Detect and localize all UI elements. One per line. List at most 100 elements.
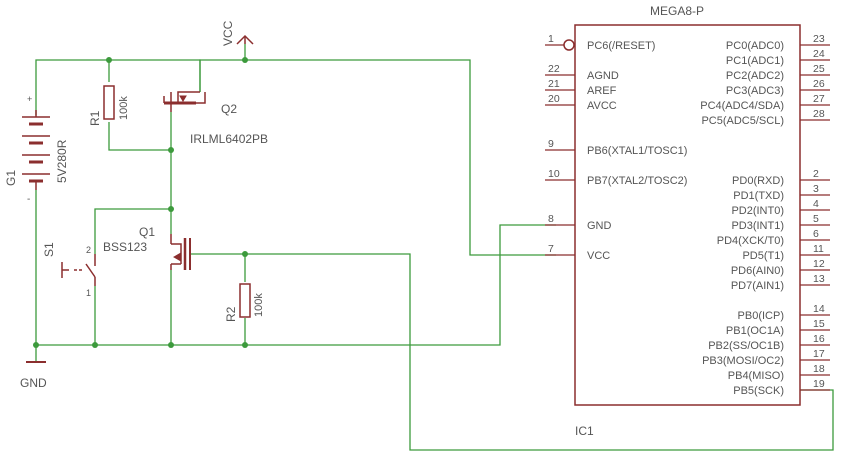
wire-s1-pin2 [94,208,171,254]
r1-name: R1 [88,110,102,126]
ic-pin-number: 2 [813,168,819,180]
ic-pin-number: 19 [813,378,825,390]
ic-pin-number: 26 [813,78,825,90]
ic-pin-label: PB2(SS/OC1B) [708,340,784,352]
s1-pin1: 1 [86,288,91,298]
ic-pin-number: 4 [813,198,819,210]
q2-name: Q2 [221,102,237,116]
q2-value: IRLML6402PB [190,132,268,146]
junction-dot [242,57,248,63]
ic-pin-number: 1 [548,33,554,45]
ic-pin-label: PD2(INT0) [731,205,784,217]
gnd-label: GND [20,376,47,390]
ic-pin-label: GND [587,220,612,232]
q1-name: Q1 [139,225,155,239]
gnd-symbol: GND [20,361,47,390]
ic-pin-label: PB0(ICP) [738,310,784,322]
junction-dot [168,206,174,212]
ic-pin-number: 20 [548,93,560,105]
ic-pin-number: 27 [813,93,825,105]
ic-pin-label: PB3(MOSI/OC2) [702,355,784,367]
ic-pin-label: PC6(/RESET) [587,40,655,52]
ic-pin-number: 9 [548,138,554,150]
ic-pin-number: 18 [813,363,825,375]
ic-name: IC1 [575,424,594,438]
mosfet-q2: Q2 IRLML6402PB [163,91,268,146]
mosfet-q1: Q1 BSS123 [103,225,191,270]
junctions [33,57,248,348]
ic-pin-label: PD5(T1) [742,250,784,262]
battery-minus-label: - [27,194,30,205]
ic-pin-label: AGND [587,70,619,82]
wire-r1-bottom [108,122,171,151]
s1-name: S1 [42,242,56,257]
resistor-r2: R2 100k [224,283,265,322]
ic-pin-number: 8 [548,213,554,225]
ic-pin-number: 5 [813,213,819,225]
ic-pin-number: 3 [813,183,819,195]
ic-pin-number: 23 [813,33,825,45]
ic-pin-number: 16 [813,333,825,345]
ic-pin-label: PB6(XTAL1/TOSC1) [587,145,687,157]
ic-pin-number: 22 [548,63,560,75]
ic-pin-number: 14 [813,303,825,315]
q1-value: BSS123 [103,240,147,254]
ic-pin-label: PC3(ADC3) [726,85,784,97]
ic-pin-label: PC5(ADC5/SCL) [701,115,784,127]
ic-pin-number: 12 [813,258,825,270]
ic-pin-number: 7 [548,243,554,255]
junction-dot [242,342,248,348]
ic-pin-label: AREF [587,85,617,97]
ic-pin-label: PC4(ADC4/SDA) [700,100,784,112]
wire-bat-plus [35,59,201,100]
ic-pin-number: 17 [813,348,825,360]
r1-value: 100k [118,96,130,120]
wire-gnd-rail [36,224,556,346]
ic-pin-label: PC0(ADC0) [726,40,784,52]
ic-pin-number: 11 [813,243,824,255]
ic-value: MEGA8-P [650,4,704,18]
vcc-symbol: VCC [221,20,254,46]
ic-pin-number: 10 [548,168,560,180]
junction-dot [33,342,39,348]
ic-pin-label: PD4(XCK/T0) [717,235,784,247]
ic-pin-label: PB7(XTAL2/TOSC2) [587,175,687,187]
ic-pin-number: 24 [813,48,825,60]
ic-pin-number: 25 [813,63,825,75]
r2-name: R2 [224,306,238,322]
junction-dot [168,342,174,348]
junction-dot [242,251,248,257]
battery-g1: + - G1 5V280R [4,94,69,205]
battery-value: 5V280R [55,139,69,183]
ic-pin-label: PB5(SCK) [733,385,784,397]
ic-pin-number: 21 [548,78,560,90]
vcc-label: VCC [221,20,235,46]
ic-pin-label: PD0(RXD) [732,175,784,187]
ic-pin-number: 13 [813,273,825,285]
ic-right-pins: 23PC0(ADC0)24PC1(ADC1)25PC2(ADC2)26PC3(A… [700,33,830,397]
ic-pin-label: PD6(AIN0) [731,265,784,277]
ic-pin-inverter-bubble [563,39,575,51]
battery-name: G1 [4,170,18,186]
ic-pin-label: PC1(ADC1) [726,55,784,67]
junction-dot [106,57,112,63]
ic-pin-label: PD3(INT1) [731,220,784,232]
battery-plus-label: + [27,94,32,104]
ic-pin-label: VCC [587,250,610,262]
ic-pin-label: PD1(TXD) [733,190,784,202]
ic-pin-label: PD7(AIN1) [731,280,784,292]
ic-pin-number: 15 [813,318,825,330]
r2-value: 100k [253,293,265,317]
ic-pin-label: AVCC [587,100,617,112]
wire-vcc-rail [199,59,556,256]
s1-pin2: 2 [86,245,91,255]
switch-s1: 2 1 S1 [42,242,96,298]
resistor-r1: R1 100k [88,85,130,126]
ic-pin-number: 6 [813,228,819,240]
junction-dot [92,342,98,348]
ic-pin-label: PB4(MISO) [728,370,784,382]
ic-body [574,24,801,406]
